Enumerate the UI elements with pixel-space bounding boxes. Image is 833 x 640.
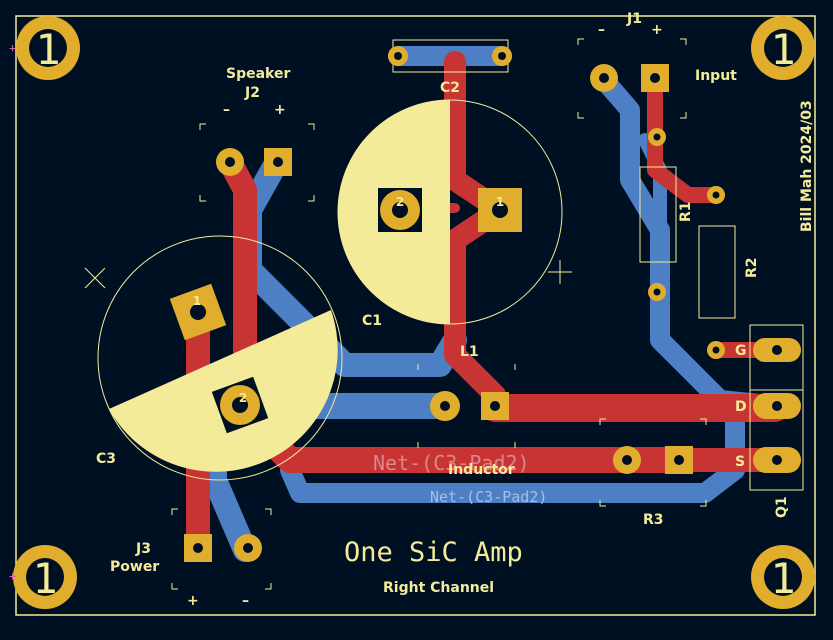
fiducial-c1 [548, 260, 572, 284]
q1-s: S [735, 454, 745, 470]
j1-plus: + [651, 22, 663, 38]
j3-name: Power [110, 559, 159, 575]
c3-pad1-num: 1 [193, 294, 201, 308]
c1-ref: C1 [362, 313, 382, 329]
c1-pad2-num: 2 [396, 195, 404, 209]
silkscreen-layer [84, 38, 804, 590]
c3-outline [97, 235, 343, 481]
q1-outline [749, 324, 804, 491]
pads [169, 46, 801, 562]
svg-text:1: 1 [770, 554, 795, 603]
j3-plus: + [187, 593, 199, 609]
r1-ref: R1 [678, 201, 694, 222]
front-trace-j1-plus [647, 70, 724, 203]
j2-courtyard [199, 123, 315, 202]
board-title: One SiC Amp [344, 537, 523, 568]
r2-outline [698, 225, 736, 319]
j2-ref: J2 [244, 85, 260, 101]
origin-mark-top: + [9, 41, 16, 55]
origin-mark-bottom: + [9, 569, 16, 583]
j2-minus: – [223, 102, 230, 118]
r3-ref: R3 [643, 512, 664, 528]
q1-g: G [735, 343, 747, 359]
q1-ref: Q1 [774, 496, 790, 518]
mounting-holes: 1 1 1 1 [13, 16, 815, 609]
j2-plus: + [274, 102, 286, 118]
back-net-label: Net-(C3-Pad2) [430, 488, 547, 506]
mounting-hole-br: 1 [751, 545, 815, 609]
j3-minus: – [242, 593, 249, 609]
svg-text:1: 1 [35, 25, 60, 74]
l1-value: Inductor [448, 462, 515, 478]
svg-text:1: 1 [770, 25, 795, 74]
l1-ref: L1 [460, 344, 479, 360]
r3-courtyard [599, 418, 707, 507]
mounting-hole-tl: 1 [16, 16, 80, 80]
board-subtitle: Right Channel [383, 580, 494, 596]
c2-ref: C2 [440, 80, 460, 96]
c1-pad1-num: 1 [496, 195, 504, 209]
mounting-hole-tr: 1 [751, 16, 815, 80]
author-date: Bill Mah 2024/03 [799, 100, 815, 232]
j1-courtyard [577, 38, 687, 119]
svg-text:1: 1 [32, 554, 57, 603]
l1-courtyard [417, 364, 516, 448]
board-outline [15, 15, 816, 616]
j1-name: Input [695, 68, 737, 84]
r1-outline [639, 166, 677, 263]
front-net-label: Net-(C3-Pad2) [373, 451, 530, 475]
j3-courtyard [171, 508, 272, 590]
q1-d: D [735, 399, 747, 415]
c3-pad2-num: 2 [239, 391, 247, 405]
c3-ref: C3 [96, 451, 116, 467]
r2-ref: R2 [744, 257, 760, 278]
fiducial-c3 [84, 267, 106, 289]
j3-ref: J3 [135, 541, 151, 557]
j2-name: Speaker [226, 66, 290, 82]
j1-minus: – [598, 22, 605, 38]
j1-ref: J1 [626, 11, 642, 27]
mounting-hole-bl: 1 [13, 545, 77, 609]
silk-text: J1 – + Input Speaker J2 – + J3 Power + –… [96, 11, 815, 609]
